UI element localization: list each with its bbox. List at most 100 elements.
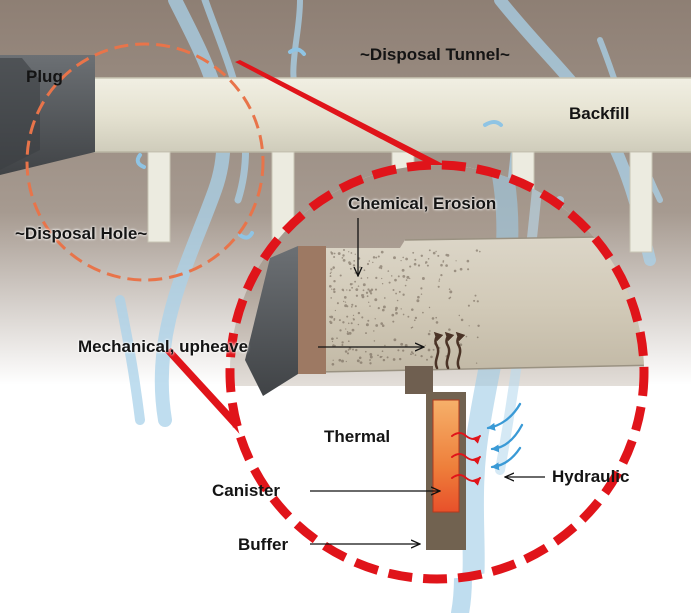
speckle-dot bbox=[420, 254, 424, 258]
speckle-dot bbox=[459, 343, 463, 347]
speckle-dot bbox=[394, 308, 398, 311]
speckle-dot bbox=[366, 262, 370, 266]
speckle-dot bbox=[387, 270, 390, 272]
speckle-dot bbox=[392, 320, 395, 323]
speckle-dot bbox=[384, 344, 386, 347]
speckle-dot bbox=[339, 329, 342, 332]
speckle-dot bbox=[383, 297, 386, 299]
speckle-dot bbox=[414, 354, 417, 356]
disposal-tunnel bbox=[60, 78, 691, 152]
speckle-dot bbox=[374, 298, 378, 302]
speckle-dot bbox=[357, 323, 360, 326]
speckle-dot bbox=[409, 265, 412, 268]
plug-label: Plug bbox=[26, 67, 63, 86]
speckle-dot bbox=[351, 303, 354, 306]
speckle-dot bbox=[341, 359, 344, 363]
speckle-dot bbox=[346, 332, 350, 335]
speckle-dot bbox=[375, 276, 378, 280]
speckle-dot bbox=[355, 288, 359, 291]
speckle-dot bbox=[365, 332, 367, 335]
buffer-label: Buffer bbox=[238, 535, 289, 554]
speckle-dot bbox=[365, 323, 369, 327]
speckle-dot bbox=[364, 350, 367, 353]
speckle-dot bbox=[431, 317, 435, 320]
speckle-dot bbox=[400, 308, 402, 310]
speckle-dot bbox=[380, 322, 384, 325]
speckle-dot bbox=[361, 316, 364, 319]
speckle-dot bbox=[410, 353, 412, 356]
zoom-plug-cone bbox=[245, 246, 298, 396]
speckle-dot bbox=[426, 358, 428, 361]
speckle-dot bbox=[336, 337, 338, 340]
backfill-speckles bbox=[328, 248, 481, 366]
speckle-dot bbox=[349, 282, 353, 286]
speckle-dot bbox=[347, 340, 350, 343]
speckle-dot bbox=[458, 314, 461, 317]
speckle-dot bbox=[346, 352, 350, 355]
speckle-dot bbox=[359, 361, 362, 364]
speckle-dot bbox=[332, 344, 335, 347]
hole-cap bbox=[405, 366, 433, 394]
speckle-dot bbox=[329, 272, 332, 275]
speckle-dot bbox=[363, 269, 366, 272]
speckle-dot bbox=[424, 344, 426, 347]
speckle-dot bbox=[369, 305, 371, 307]
speckle-dot bbox=[369, 352, 373, 356]
speckle-dot bbox=[341, 257, 344, 259]
speckle-dot bbox=[422, 311, 424, 314]
speckle-dot bbox=[410, 351, 413, 354]
speckle-dot bbox=[337, 252, 341, 256]
speckle-dot bbox=[373, 340, 376, 342]
speckle-dot bbox=[354, 253, 356, 255]
speckle-dot bbox=[333, 290, 336, 294]
speckle-dot bbox=[402, 275, 406, 278]
speckle-dot bbox=[346, 289, 348, 291]
speckle-dot bbox=[360, 277, 363, 280]
speckle-dot bbox=[357, 285, 360, 287]
speckle-dot bbox=[329, 275, 332, 278]
speckle-dot bbox=[473, 299, 476, 302]
speckle-dot bbox=[379, 265, 383, 269]
speckle-dot bbox=[366, 277, 369, 279]
speckle-dot bbox=[445, 264, 448, 267]
speckle-dot bbox=[437, 254, 440, 257]
speckle-dot bbox=[420, 354, 423, 358]
speckle-dot bbox=[380, 250, 384, 254]
speckle-dot bbox=[381, 324, 385, 327]
speckle-dot bbox=[425, 261, 428, 264]
speckle-dot bbox=[410, 326, 413, 329]
speckle-dot bbox=[353, 260, 356, 262]
canister-label: Canister bbox=[212, 481, 281, 500]
speckle-dot bbox=[435, 250, 437, 253]
speckle-dot bbox=[413, 262, 417, 266]
speckle-dot bbox=[397, 349, 400, 352]
speckle-dot bbox=[392, 289, 395, 291]
speckle-dot bbox=[361, 295, 365, 299]
speckle-dot bbox=[372, 261, 374, 264]
speckle-dot bbox=[369, 355, 373, 359]
speckle-dot bbox=[369, 362, 372, 365]
speckle-dot bbox=[351, 328, 355, 332]
speckle-dot bbox=[374, 318, 376, 320]
speckle-dot bbox=[404, 284, 407, 287]
heat-arrows bbox=[433, 331, 466, 370]
speckle-dot bbox=[368, 301, 370, 303]
speckle-dot bbox=[352, 318, 355, 321]
speckle-dot bbox=[348, 347, 352, 350]
speckle-dot bbox=[420, 287, 423, 290]
speckle-dot bbox=[382, 305, 386, 309]
speckle-dot bbox=[366, 295, 369, 298]
speckle-dot bbox=[460, 318, 464, 322]
speckle-dot bbox=[429, 330, 431, 332]
speckle-dot bbox=[381, 308, 385, 312]
speckle-dot bbox=[341, 288, 344, 291]
speckle-dot bbox=[404, 344, 408, 347]
speckle-dot bbox=[370, 289, 373, 292]
speckle-dot bbox=[414, 258, 417, 261]
speckle-dot bbox=[347, 322, 350, 325]
speckle-dot bbox=[332, 359, 334, 361]
speckle-dot bbox=[349, 267, 352, 270]
speckle-dot bbox=[344, 301, 347, 303]
speckle-dot bbox=[362, 294, 365, 296]
